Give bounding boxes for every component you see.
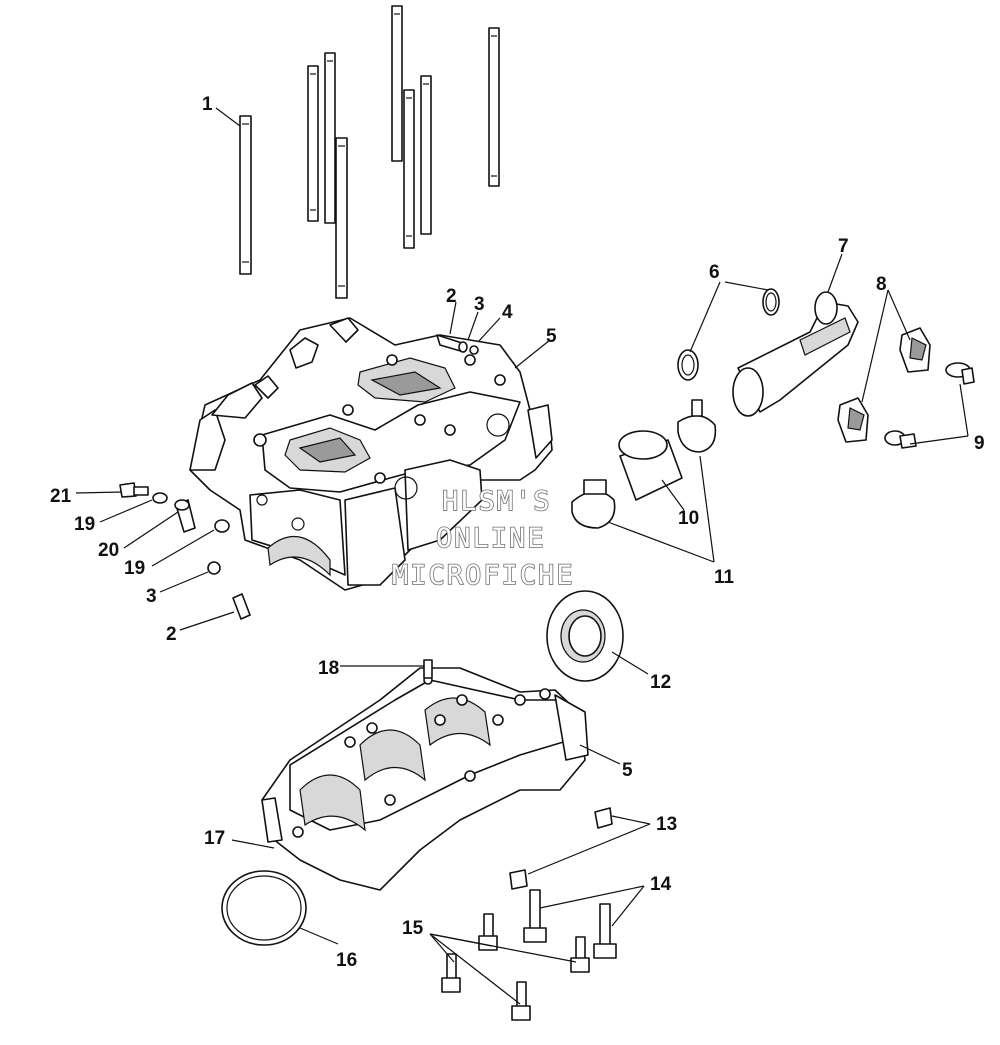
callout-6: 6 [709, 262, 720, 283]
callout-2-top: 2 [446, 286, 457, 307]
callout-13: 13 [656, 814, 677, 835]
upper-dowels [436, 334, 479, 355]
left-small-parts [119, 482, 251, 620]
cylinder-studs [239, 5, 500, 299]
callout-4: 4 [502, 302, 513, 323]
callout-17: 17 [204, 828, 225, 849]
callout-19-bottom: 19 [124, 558, 145, 579]
callout-16: 16 [336, 950, 357, 971]
watermark-line-3: MICROFICHE [392, 560, 575, 591]
upper-crankcase [189, 317, 553, 591]
leader-lines [75, 107, 969, 1005]
callout-14: 14 [650, 874, 672, 895]
callout-3-bottom: 3 [146, 586, 157, 607]
callout-8: 8 [876, 274, 887, 295]
watermark-line-2: ONLINE [436, 523, 546, 554]
callout-5-upper: 5 [546, 326, 557, 347]
callout-20: 20 [98, 540, 119, 561]
callout-1: 1 [202, 94, 213, 115]
callout-19-top: 19 [74, 514, 95, 535]
watermark-line-1: HLSM'S [442, 486, 552, 517]
callout-10: 10 [678, 508, 699, 529]
callout-11: 11 [714, 567, 735, 588]
callout-numbers: 1 2 3 4 5 6 7 8 9 10 11 12 18 5 13 14 15… [50, 94, 985, 971]
callout-18: 18 [318, 658, 339, 679]
callout-21: 21 [50, 486, 72, 507]
crankshaft-seal [546, 590, 624, 682]
lower-crankcase [261, 659, 589, 891]
snap-ring [221, 870, 307, 946]
callout-3-top: 3 [474, 294, 485, 315]
brackets-and-screws [837, 327, 975, 449]
watermark: HLSM'S ONLINE MICROFICHE [391, 485, 575, 592]
callout-7: 7 [838, 236, 849, 257]
callout-2-bottom: 2 [166, 624, 177, 645]
callout-9: 9 [974, 433, 985, 454]
callout-5-lower: 5 [622, 760, 633, 781]
plugs-and-bolts [441, 807, 617, 1021]
callout-12: 12 [650, 672, 671, 693]
coolant-elbow-parts [571, 288, 859, 529]
callout-15: 15 [402, 918, 424, 939]
